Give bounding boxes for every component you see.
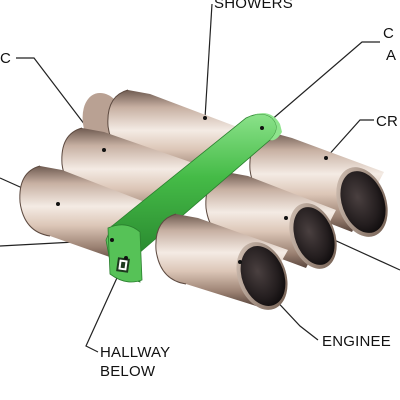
leader-cr <box>325 119 374 159</box>
leader-dots <box>56 116 328 264</box>
label-hallway-line1: HALLWAY <box>100 344 170 361</box>
leader-c-left <box>16 57 105 151</box>
hatch-icon <box>116 257 130 273</box>
module-engineering <box>155 213 288 310</box>
module-mid-right <box>205 171 337 269</box>
module-crew-quarters <box>249 131 388 237</box>
leader-c-right <box>261 41 380 129</box>
label-cr: CR <box>376 113 398 130</box>
leader-showers <box>204 3 213 119</box>
label-a-right: A <box>386 47 396 64</box>
label-engineering: ENGINEE <box>322 333 391 350</box>
label-hallway-line2: BELOW <box>100 363 156 380</box>
label-showers: SHOWERS <box>214 0 293 12</box>
label-c-right: C <box>383 25 394 42</box>
leader-hallway <box>85 257 127 353</box>
hallway-connector <box>105 113 282 283</box>
label-c-left: C <box>0 50 11 67</box>
